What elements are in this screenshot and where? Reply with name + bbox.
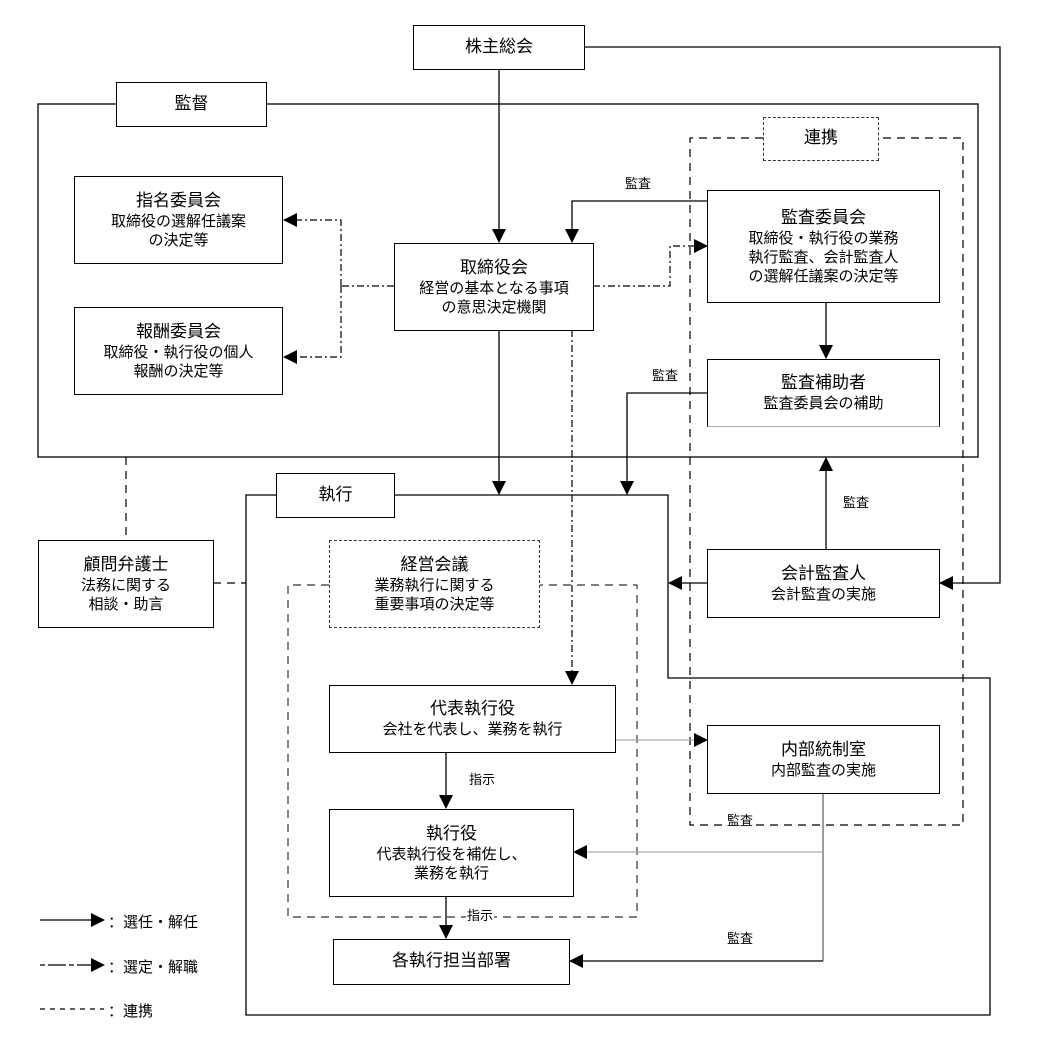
executive-officer-desc-1: 代表執行役を補佐し、	[376, 844, 527, 863]
edge-label-internal-audit: 監査	[726, 814, 755, 829]
edge-label-internal-departments: 監査	[726, 932, 755, 947]
legal-counsel-title: 顧問弁護士	[83, 554, 169, 575]
nomination-title: 指名委員会	[136, 190, 221, 211]
audit-assistant-title: 監査補助者	[781, 373, 866, 393]
board-desc-2: の意思決定機関	[441, 297, 547, 316]
accounting-auditor-title: 会計監査人	[781, 563, 866, 584]
management-meeting-desc-1: 業務執行に関する	[374, 575, 495, 594]
cooperation-region	[689, 137, 964, 826]
management-group-region	[287, 584, 638, 918]
internal-control-title: 内部統制室	[781, 739, 866, 760]
legal-counsel-desc-1: 法務に関する	[80, 575, 171, 594]
audit-assistant-desc: 監査委員会の補助	[763, 394, 884, 413]
cooperation-title: 連携	[804, 128, 838, 149]
legend-item-selection: ：選定・解職	[108, 956, 198, 977]
management-meeting-desc-2: 重要事項の決定等	[374, 594, 495, 613]
nomination-desc-2: の決定等	[148, 230, 209, 249]
departments-title: 各執行担当部署	[392, 951, 511, 972]
legend-label-selection: ：選定・解職	[108, 958, 199, 976]
audit-committee-desc-2: 執行監査、会計監査人	[748, 247, 899, 266]
legend-item-appointment: ：選任・解任	[108, 911, 198, 932]
execution-label: 執行	[276, 473, 395, 518]
legal-counsel-desc-2: 相談・助言	[88, 594, 164, 613]
nomination-committee-box: 指名委員会 取締役の選解任議案 の決定等	[74, 176, 283, 264]
execution-frame	[245, 494, 991, 1016]
audit-committee-desc-1: 取締役・執行役の業務	[748, 229, 899, 247]
audit-committee-desc-3: の選解任議案の決定等	[748, 266, 899, 285]
cooperation-label: 連携	[763, 117, 879, 161]
edge-label-officer-departments: 指示	[466, 909, 495, 924]
shareholders-title: 株主総会	[465, 36, 533, 57]
legend-label-cooperation: ：連携	[108, 1002, 154, 1020]
board-desc-1: 経営の基本となる事項	[419, 278, 569, 297]
edge-label-ceo-officer: 指示	[468, 773, 497, 788]
edge-auditcommittee-board	[565, 200, 707, 243]
executive-officer-title: 執行役	[426, 823, 477, 844]
executive-officer-desc-2: 業務を執行	[413, 863, 489, 882]
execution-title: 執行	[318, 484, 353, 505]
supervision-frame	[37, 103, 979, 458]
edge-shareholders-auditor	[585, 46, 1001, 590]
legend-label-appointment: ：選任・解任	[108, 913, 199, 931]
management-meeting-title: 経営会議	[400, 554, 469, 575]
edge-board-compensation	[283, 286, 342, 364]
departments-box: 各執行担当部署	[333, 939, 570, 985]
management-meeting-box: 経営会議 業務執行に関する 重要事項の決定等	[329, 540, 540, 628]
internal-control-box: 内部統制室 内部監査の実施	[707, 725, 940, 794]
edge-board-nomination	[283, 213, 342, 286]
edge-board-auditcommittee	[593, 239, 708, 287]
audit-assistant-box: 監査補助者 監査委員会の補助	[707, 359, 940, 427]
supervision-title: 監督	[174, 93, 209, 114]
compensation-desc-2: 報酬の決定等	[133, 361, 224, 380]
audit-committee-box: 監査委員会 取締役・執行役の業務 執行監査、会計監査人 の選解任議案の決定等	[707, 190, 940, 303]
edge-assistant-execution	[620, 392, 707, 495]
compensation-committee-box: 報酬委員会 取締役・執行役の個人 報酬の決定等	[74, 307, 283, 395]
edge-label-assistant-exec: 監査	[651, 369, 680, 384]
audit-committee-title: 監査委員会	[781, 207, 866, 228]
edge-label-audit-board: 監査	[624, 177, 653, 192]
nomination-desc-1: 取締役の選解任議案	[110, 211, 246, 230]
shareholders-meeting-box: 株主総会	[413, 25, 585, 70]
compensation-title: 報酬委員会	[136, 321, 221, 342]
compensation-desc-1: 取締役・執行役の個人	[103, 342, 254, 361]
legend-item-cooperation: ：連携	[108, 1000, 153, 1021]
accounting-auditor-desc: 会計監査の実施	[770, 584, 876, 603]
board-of-directors-box: 取締役会 経営の基本となる事項 の意思決定機関	[394, 243, 594, 331]
supervision-label: 監督	[116, 82, 267, 127]
executive-officer-box: 執行役 代表執行役を補佐し、 業務を執行	[329, 809, 574, 897]
ceo-desc: 会社を代表し、業務を執行	[382, 720, 563, 739]
accounting-auditor-box: 会計監査人 会計監査の実施	[707, 549, 940, 618]
edge-label-auditor-supervision: 監査	[842, 496, 871, 511]
internal-control-desc: 内部監査の実施	[770, 760, 876, 779]
legal-counsel-box: 顧問弁護士 法務に関する 相談・助言	[38, 540, 214, 628]
ceo-title: 代表執行役	[430, 699, 515, 719]
ceo-box: 代表執行役 会社を代表し、業務を執行	[329, 685, 616, 753]
board-title: 取締役会	[460, 257, 528, 278]
